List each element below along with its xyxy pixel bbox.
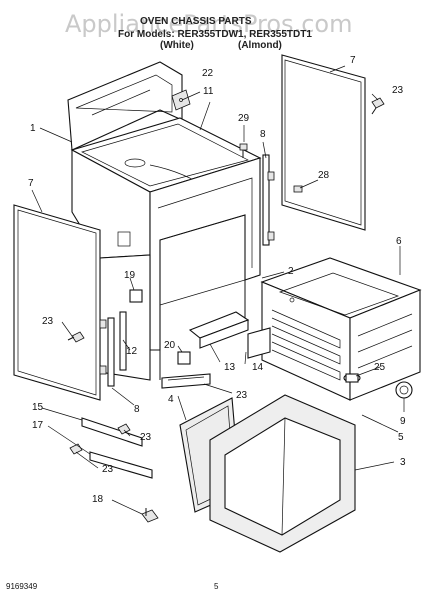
callout-29: 29 [238, 113, 250, 124]
callout-4: 4 [168, 394, 174, 405]
callout-22: 22 [202, 68, 214, 79]
callout-5: 5 [398, 432, 404, 443]
drawer-rail-15 [81, 417, 143, 447]
callout-20: 20 [164, 340, 176, 351]
callout-1: 1 [30, 123, 36, 134]
callout-14: 14 [252, 362, 264, 373]
document-number: 9169349 [6, 582, 38, 591]
trim-strip-lower [99, 317, 115, 387]
color-white: (White) [160, 40, 194, 51]
model-line: For Models: RER355TDW1, RER355TDT1 [118, 29, 312, 40]
color-almond: (Almond) [238, 40, 282, 51]
callout-23-bottom: 23 [102, 464, 114, 475]
callout-23-left: 23 [42, 316, 54, 327]
callout-7-left: 7 [28, 178, 34, 189]
callout-12: 12 [126, 346, 138, 357]
trim-plate-14 [247, 327, 271, 359]
bracket-20 [177, 351, 191, 365]
callout-labels: 1 22 11 29 8 7 23 28 7 2 6 19 23 12 20 1… [28, 55, 406, 505]
screw-29 [239, 143, 248, 158]
side-panel-left [13, 204, 101, 401]
callout-6: 6 [396, 236, 402, 247]
screw-23-left [67, 331, 85, 343]
callout-8-lower: 8 [134, 404, 140, 415]
callout-23-middle: 23 [236, 390, 248, 401]
strip-12 [119, 311, 127, 371]
oven-cavity-liner [260, 257, 422, 401]
trim-strip-upper [262, 154, 275, 246]
page-number: 5 [214, 582, 219, 591]
callout-28: 28 [318, 170, 330, 181]
leader-lines [31, 65, 405, 515]
callout-18: 18 [92, 494, 104, 505]
watermark: AppliancePartsPros.com [65, 10, 352, 38]
callout-8-upper: 8 [260, 129, 266, 140]
callout-3: 3 [400, 457, 406, 468]
callout-2: 2 [288, 266, 294, 277]
callout-9: 9 [400, 416, 406, 427]
callout-15: 15 [32, 402, 44, 413]
drawer-rail-17 [89, 451, 153, 479]
leveling-leg-18 [141, 508, 159, 523]
support-rail [161, 373, 211, 389]
screw-23-top [371, 97, 385, 115]
side-panel-right [281, 54, 366, 231]
callout-25: 25 [374, 362, 386, 373]
oven-light-9 [395, 381, 413, 399]
bracket-19 [129, 289, 143, 303]
insulation-blanket-3 [209, 394, 356, 553]
callout-11: 11 [203, 86, 214, 97]
callout-23-rail: 23 [140, 432, 152, 443]
control-bracket-13 [188, 311, 250, 349]
rack-supports [271, 309, 413, 381]
callout-17: 17 [32, 420, 44, 431]
callout-13: 13 [224, 362, 236, 373]
callout-19: 19 [124, 270, 136, 281]
callout-23-top: 23 [392, 85, 404, 96]
diagram-title: OVEN CHASSIS PARTS [140, 16, 252, 27]
callout-7-right: 7 [350, 55, 356, 66]
